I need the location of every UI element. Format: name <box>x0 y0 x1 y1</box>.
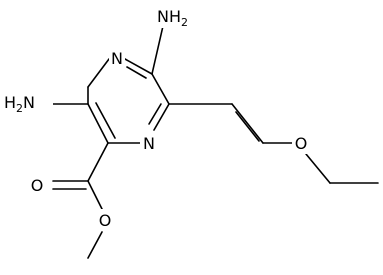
bond-c-oester <box>87 180 103 210</box>
atom-nh2-left: H2N <box>3 90 53 116</box>
bond-c3-n4-left <box>87 58 110 88</box>
bond-oester-ch3 <box>87 231 103 259</box>
bond-n4-c5 <box>124 58 153 75</box>
svg-text:O: O <box>31 176 44 195</box>
svg-text:H2N: H2N <box>4 93 35 115</box>
atom-n-right: N <box>140 133 158 153</box>
atom-o-ester: O <box>96 209 114 231</box>
bond-c6-n1 <box>153 103 170 131</box>
bond-c2-c3 <box>87 103 109 144</box>
bond-vinyl-double <box>231 103 264 144</box>
svg-text:N: N <box>111 49 123 68</box>
svg-text:N: N <box>143 134 155 153</box>
svg-text:NH2: NH2 <box>157 7 188 29</box>
bond-o-ch2 <box>305 153 331 184</box>
atom-o-carbonyl: O <box>28 174 46 196</box>
svg-text:O: O <box>295 134 308 153</box>
bond-c2-c3-double <box>95 102 116 139</box>
bond-n4-c5-double <box>126 66 147 79</box>
atom-o-ether: O <box>292 132 310 154</box>
atom-n-top: N <box>109 48 125 68</box>
atom-nh2-top: NH2 <box>156 4 196 29</box>
bond-c6-n1-double <box>148 103 162 125</box>
bond-c5-c6 <box>151 73 170 105</box>
bond-c2-carbonyl-c <box>87 142 109 182</box>
svg-text:O: O <box>99 211 112 230</box>
bond-vinyl-double-inner <box>235 111 260 142</box>
bond-c5-nh2 <box>151 25 164 75</box>
